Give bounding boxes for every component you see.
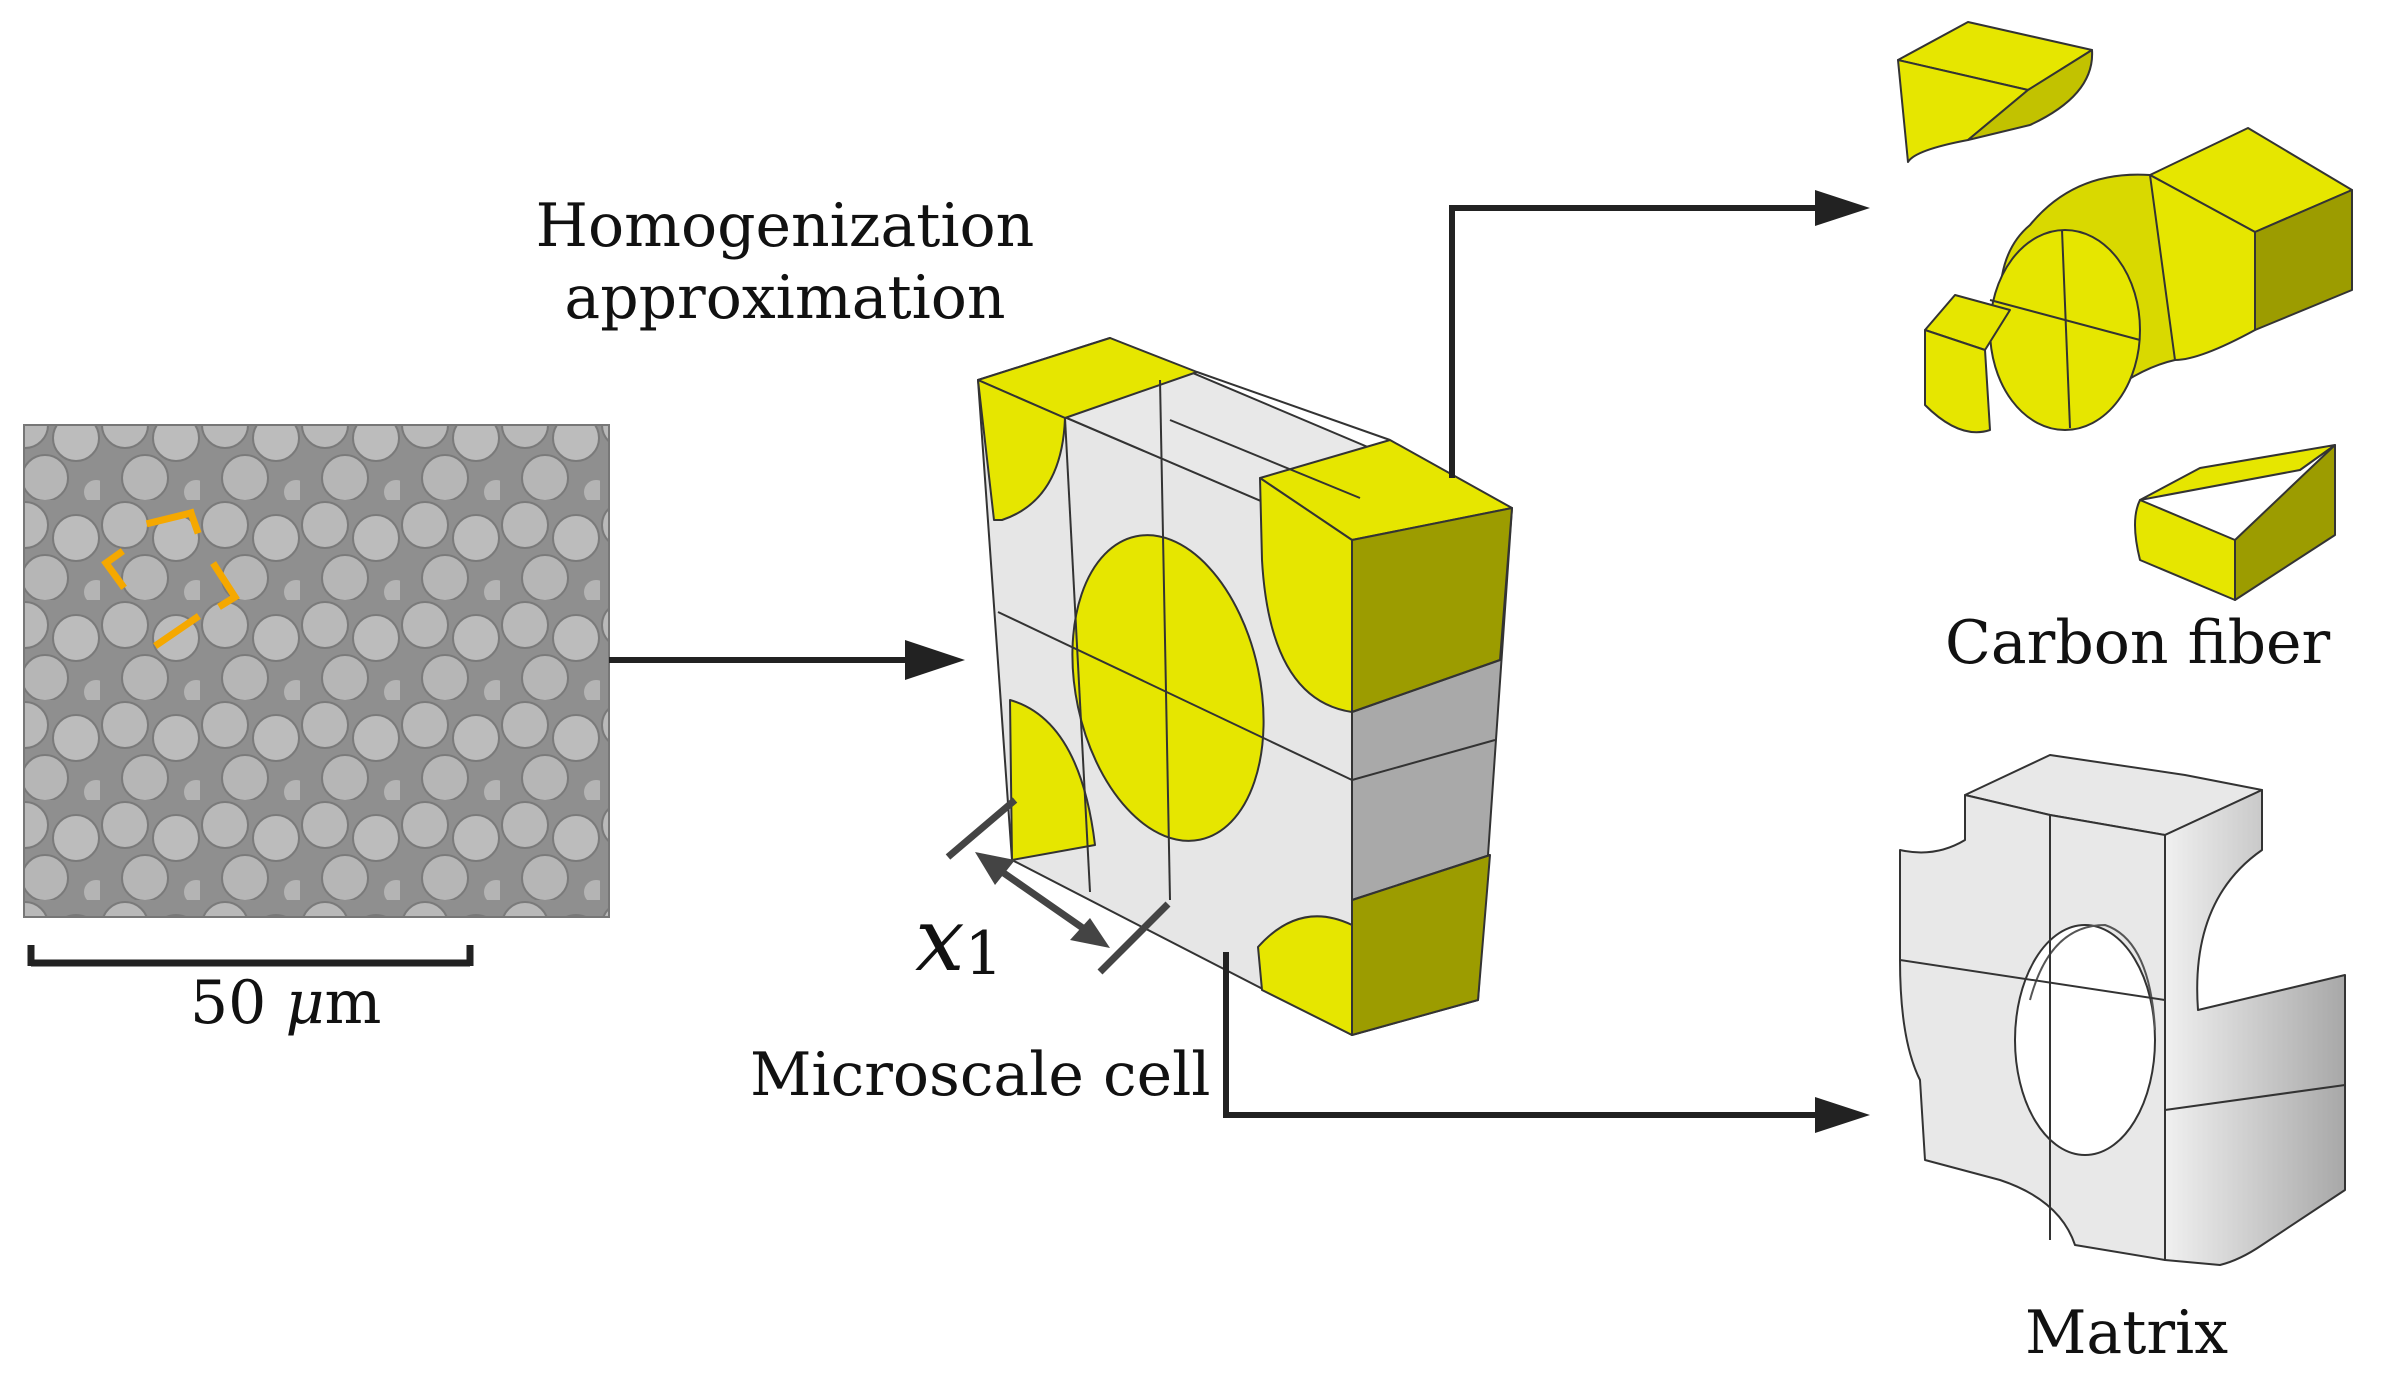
x1-arrowhead-right [1070,918,1110,948]
sem-micrograph [23,424,610,918]
microscale-cell-label: Microscale cell [750,1040,1211,1110]
x-symbol: x [915,888,965,991]
homogenization-label: Homogenization approximation [505,190,1065,334]
scale-m: m [324,968,382,1038]
microscale-cell [977,337,1513,1036]
arrow-to-matrix [1223,952,1870,1133]
x-subscript: 1 [964,919,1003,989]
carbon-fiber-parts [1897,21,2353,601]
scale-mu: μ [285,968,325,1038]
arrow-to-cell [609,640,965,680]
scale-label: 50 μm [190,968,381,1038]
matrix-label: Matrix [2025,1298,2229,1368]
selection-box [101,508,240,649]
matrix-part [1899,754,2346,1266]
carbon-fiber-label: Carbon fiber [1945,608,2331,678]
x1-label: x1 [915,888,1003,991]
arrow-to-fiber [1449,190,1870,478]
homogenization-line1: Homogenization [535,191,1035,261]
x1-arrowhead-left [975,852,1015,885]
scale-number: 50 [190,968,267,1038]
homogenization-line2: approximation [564,263,1006,333]
scale-bar [27,945,474,967]
